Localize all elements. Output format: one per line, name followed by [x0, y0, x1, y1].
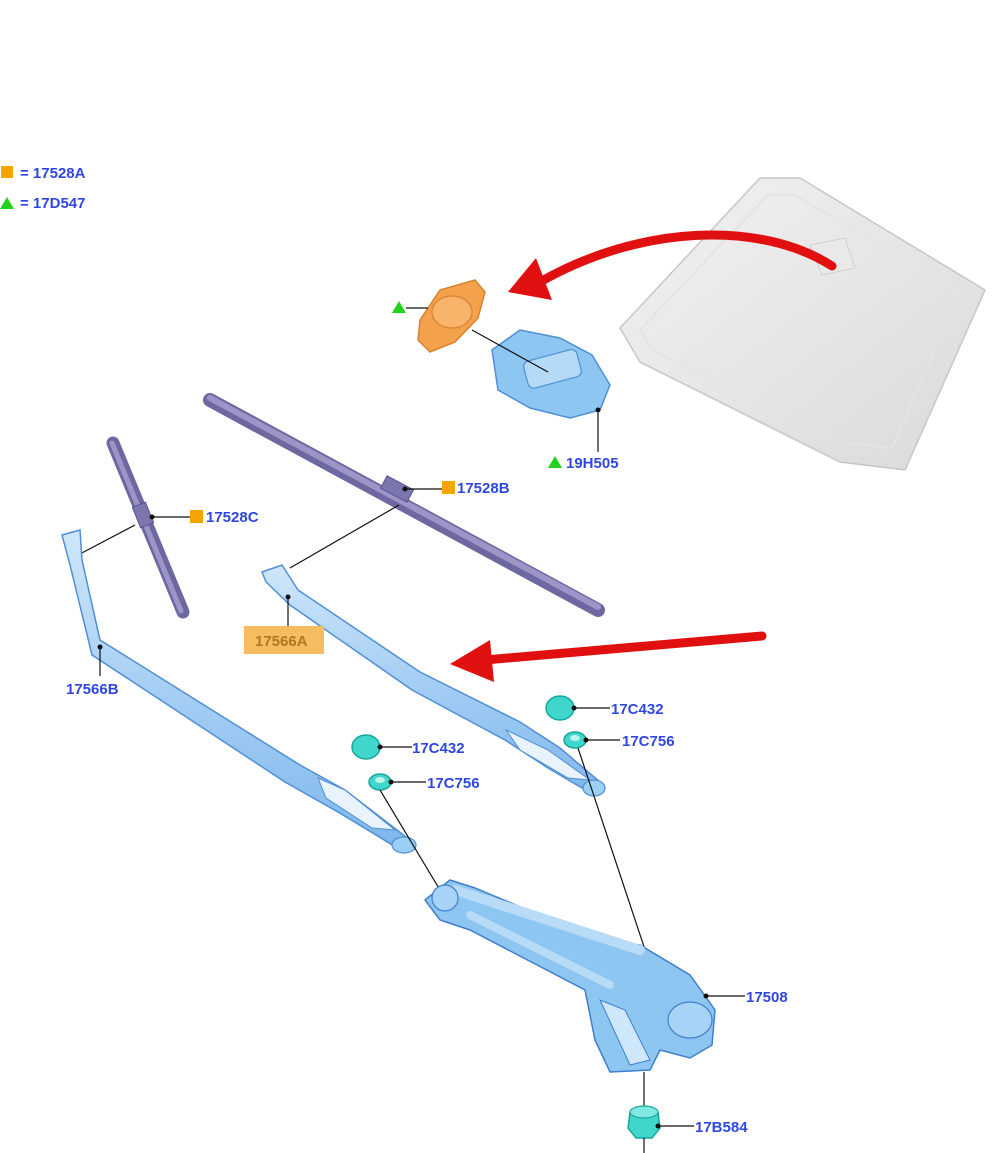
wiper-blade-driver: [203, 393, 605, 617]
sensor-triangle-marker: [392, 301, 406, 313]
legend-square-marker: [1, 166, 13, 178]
wiper-motor-linkage: [423, 879, 716, 1073]
wiper-blade-passenger: [106, 436, 190, 619]
cap-left: [351, 734, 381, 760]
red-arrow-arm: [450, 631, 767, 682]
legend-triangle-marker: [0, 197, 14, 209]
mounting-bolt: [627, 1105, 661, 1139]
red-arrow-windshield: [508, 230, 837, 300]
wiper-arm-right: [261, 564, 606, 797]
legend-square-label: = 17528A: [20, 165, 86, 182]
cap-right: [545, 695, 575, 721]
label-17C756-left: 17C756: [427, 775, 480, 792]
legend: = 17528A = 17D547: [0, 165, 86, 212]
rain-sensor: [417, 279, 486, 353]
label-17566A-highlight: [244, 626, 324, 654]
label-17528C: 17528C: [206, 509, 259, 526]
windshield: [619, 177, 986, 471]
label-17566B: 17566B: [66, 681, 119, 698]
blade-b-square-marker: [442, 481, 455, 494]
nut-left: [368, 773, 392, 791]
label-17B584: 17B584: [695, 1119, 748, 1136]
label-17528B: 17528B: [457, 480, 510, 497]
legend-triangle-label: = 17D547: [20, 195, 85, 212]
label-19H505: 19H505: [566, 455, 619, 472]
nut-right: [563, 731, 587, 749]
bracket-triangle-marker: [548, 456, 562, 468]
label-17C756-right: 17C756: [622, 733, 675, 750]
label-17566A: 17566A: [255, 633, 308, 650]
blade-c-square-marker: [190, 510, 203, 523]
label-17508: 17508: [746, 989, 788, 1006]
label-17C432-right: 17C432: [611, 701, 664, 718]
label-17C432-left: 17C432: [412, 740, 465, 757]
sensor-bracket: [491, 329, 611, 419]
